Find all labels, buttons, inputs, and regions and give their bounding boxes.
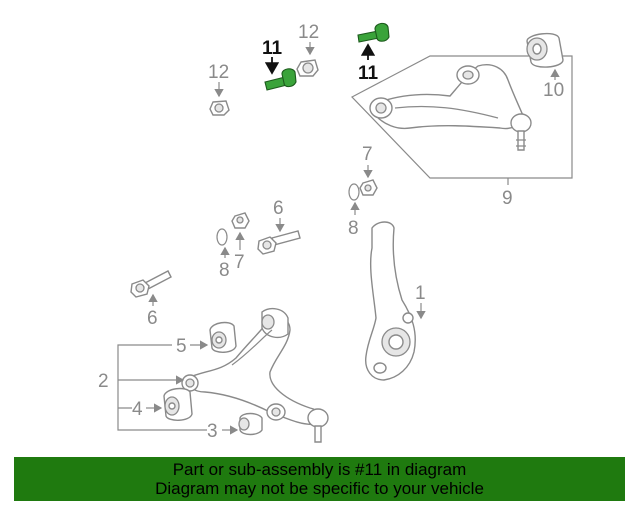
parts-diagram: 10 9 11 11 12 12 7 8 7 8 [98, 22, 573, 443]
callout-6-lower: 6 [147, 308, 158, 329]
bushing-10 [526, 32, 564, 68]
callout-4: 4 [132, 399, 143, 420]
bushing-4 [163, 387, 193, 421]
lower-control-arm [181, 307, 329, 443]
nut-12-right [296, 59, 319, 77]
callout-8-middle: 8 [219, 260, 230, 281]
upper-control-arm [369, 64, 532, 151]
steering-knuckle [365, 221, 416, 381]
callout-6-upper: 6 [273, 198, 284, 219]
callout-2-bracket [117, 344, 207, 431]
highlighted-bolt-11-left [264, 68, 297, 91]
upper-arm-panel-outline [351, 55, 573, 179]
nut-7-middle [231, 212, 250, 229]
callout-8-upper: 8 [348, 218, 359, 239]
callout-5: 5 [176, 336, 187, 357]
nut-12-left [209, 100, 230, 116]
bolt-6-upper [257, 230, 301, 255]
ring-8-middle [216, 228, 228, 246]
bushing-5 [209, 321, 237, 353]
bolt-6-lower [130, 270, 172, 298]
highlighted-bolt-11-top [357, 22, 390, 43]
callout-12-right: 12 [298, 22, 319, 43]
callout-9: 9 [502, 188, 513, 209]
part-notice-banner: Part or sub-assembly is #11 in diagram D… [14, 457, 625, 501]
callout-11-left: 11 [262, 38, 283, 59]
part-notice-line-1: Part or sub-assembly is #11 in diagram [172, 460, 467, 479]
ring-8-upper [348, 183, 360, 201]
nut-7-upper [359, 179, 378, 196]
callout-7-upper: 7 [362, 144, 373, 165]
callout-1: 1 [415, 283, 426, 304]
callout-7-middle: 7 [234, 252, 245, 273]
bushing-3 [238, 412, 263, 436]
callout-12-left: 12 [208, 62, 229, 83]
callout-11-right: 11 [358, 63, 379, 84]
part-notice-line-2: Diagram may not be specific to your vehi… [155, 479, 484, 498]
callout-10: 10 [543, 80, 564, 101]
callout-3: 3 [207, 421, 218, 442]
callout-2: 2 [98, 371, 109, 392]
